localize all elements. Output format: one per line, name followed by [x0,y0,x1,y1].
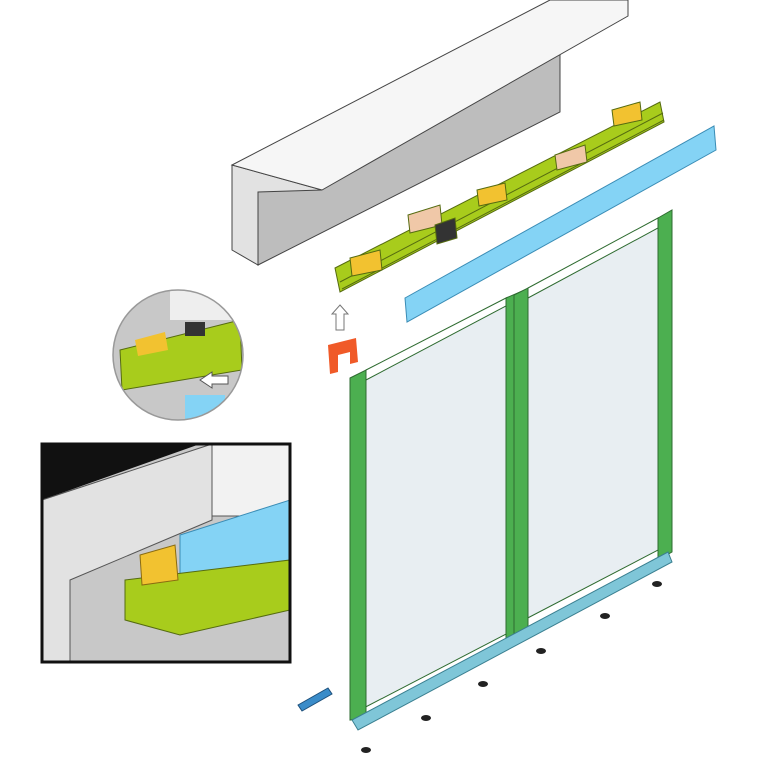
roller-bracket [349,249,383,277]
roller-bracket [476,182,508,207]
top-rail [334,101,665,293]
ceiling-beam [230,0,629,266]
right-door [513,209,673,641]
floor-guide [297,687,333,712]
clip-part [328,338,358,374]
bottom-track [351,551,673,731]
left-arrow-icon [199,371,229,389]
damper [434,217,458,245]
up-arrow-icon [330,304,350,331]
cover-strip [404,125,717,323]
detail-circle-inset [112,289,244,421]
stopper [554,144,588,171]
detail-square-inset [40,442,292,664]
floor-fixings [361,581,662,753]
roller-bracket [611,101,643,127]
